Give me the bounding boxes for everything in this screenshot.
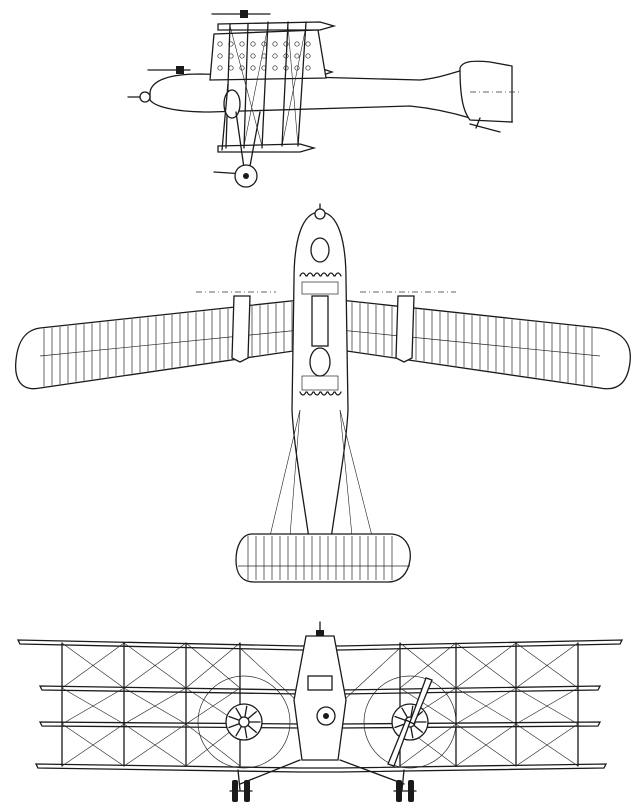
bracing-wire: [123, 642, 187, 689]
front-fuselage: [293, 635, 347, 761]
front-undercarriage: [229, 759, 417, 802]
front-top-gun-mount: [316, 630, 324, 636]
bracing-wire: [343, 647, 401, 701]
side-propeller-hub: [223, 89, 241, 119]
bracing-wire: [185, 687, 241, 725]
top-fuselage: [291, 211, 349, 561]
top-engine-left: [231, 295, 251, 363]
bracing-wire: [515, 687, 579, 725]
bracing-wire: [61, 687, 125, 725]
engine-rivet: [217, 53, 223, 59]
engine-rivet: [217, 41, 223, 47]
top-nose-ring: [314, 208, 326, 220]
side-view: [127, 10, 520, 188]
bracing-wire: [399, 642, 457, 689]
side-wing-top: [217, 21, 337, 31]
front-propeller-blade-down: [387, 719, 411, 767]
top-nacelle-pattern: [299, 272, 342, 396]
bracing-wire: [515, 642, 579, 689]
top-engine-right: [395, 295, 415, 363]
front-prop-disc-left: [197, 675, 291, 769]
bracing-wire: [185, 642, 241, 689]
side-propeller-blade: [221, 83, 229, 151]
nacelle-scallop: [306, 391, 314, 396]
nacelle-scallop: [299, 272, 307, 277]
engine-rivet: [239, 53, 245, 59]
side-fuselage: [149, 65, 513, 123]
nacelle-scallop: [327, 272, 335, 277]
engine-rivet: [217, 65, 223, 71]
front-wing-bottom: [34, 763, 608, 773]
side-nose-ring: [139, 91, 151, 103]
engine-rivet: [294, 41, 300, 47]
engine-rivet: [250, 41, 256, 47]
engine-rivet: [305, 41, 311, 47]
top-rear-gunner-ring: [309, 347, 331, 377]
engine-rivet: [272, 53, 278, 59]
top-wing-aileron-line-right: [339, 329, 601, 357]
bracing-wire: [123, 723, 187, 767]
engine-rivet: [250, 65, 256, 71]
nacelle-panel: [301, 281, 339, 295]
bracing-wire: [515, 723, 579, 767]
front-cockpit: [307, 675, 333, 691]
side-tail-skid-strut: [475, 117, 481, 129]
front-prop-disc-right: [363, 675, 457, 769]
engine-rivet: [294, 53, 300, 59]
bracing-wire: [123, 687, 187, 725]
engine-rivet: [250, 53, 256, 59]
bracing-wire: [455, 723, 517, 767]
top-wing-ribs: [43, 301, 593, 387]
nacelle-scallop: [299, 391, 307, 396]
side-undercarriage: [213, 111, 261, 188]
side-engine-block: [209, 29, 327, 81]
top-tail-wires: [269, 409, 373, 537]
nacelle-scallop: [306, 272, 314, 277]
bracing-wire: [239, 647, 297, 701]
engine-rivet: [272, 41, 278, 47]
nacelle-scallop: [334, 391, 342, 396]
top-cockpit: [311, 295, 329, 347]
top-tailplane-ribs: [247, 536, 393, 580]
bracing-wire: [61, 642, 125, 689]
engine-rivet: [305, 65, 311, 71]
nacelle-scallop: [320, 272, 328, 277]
bracing-wire: [399, 723, 457, 767]
side-top-gun-mount: [240, 10, 248, 18]
engine-rivet: [272, 65, 278, 71]
nacelle-scallop: [320, 391, 328, 396]
side-gun-mount: [176, 66, 184, 74]
bracing-wire: [61, 723, 125, 767]
bracing-wire: [455, 642, 517, 689]
front-view: [16, 621, 624, 802]
front-propeller-blade-up: [409, 677, 433, 725]
top-wing-aileron-line-left: [39, 329, 301, 357]
nacelle-scallop: [313, 391, 321, 396]
nacelle-scallop: [327, 391, 335, 396]
bracing-wire: [455, 687, 517, 725]
engine-hub: [238, 716, 250, 728]
top-view: [14, 203, 631, 583]
engine-rivet: [305, 53, 311, 59]
side-struts: [225, 21, 307, 149]
nacelle-scallop: [334, 272, 342, 277]
top-front-gunner-ring: [310, 237, 330, 263]
side-tail-fin: [459, 60, 513, 123]
top-tailplane: [235, 533, 411, 583]
front-engine-cylinders: [228, 705, 427, 739]
nacelle-scallop: [313, 272, 321, 277]
engine-rivet: [283, 41, 289, 47]
side-tail-skid: [469, 123, 501, 133]
engine-rivet: [239, 41, 245, 47]
side-wing-low: [217, 143, 317, 153]
